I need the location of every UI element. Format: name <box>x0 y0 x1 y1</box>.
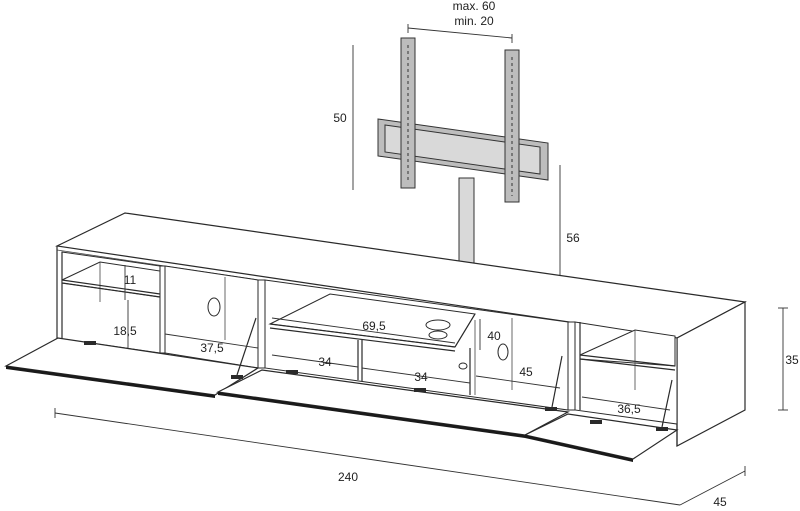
left-shelf-height-label: 11 <box>124 273 137 287</box>
hinge <box>590 420 602 424</box>
center-right-depth-label: 45 <box>519 365 533 379</box>
cabinet-depth-dimension <box>679 470 746 506</box>
doors <box>4 317 679 462</box>
hinge <box>84 341 96 345</box>
center-door <box>216 369 570 436</box>
center-right-compartment-label: 34 <box>414 370 428 384</box>
hinge <box>656 427 668 431</box>
mount-spacing-dimension <box>407 27 513 39</box>
cabinet-height-label: 35 <box>785 353 799 367</box>
bracket-height-label: 50 <box>333 111 347 125</box>
cabinet <box>54 212 747 447</box>
left-lower-depth-label: 18,5 <box>113 324 137 338</box>
hinge <box>231 375 243 379</box>
hinge <box>545 407 557 411</box>
hinge <box>286 370 298 374</box>
tv-bracket <box>377 37 549 279</box>
cabinet-width-dimension <box>54 412 681 506</box>
column-height-label: 56 <box>566 231 580 245</box>
cabinet-width-label: 240 <box>338 470 358 484</box>
cable-hole <box>207 297 221 317</box>
right-compartment-label: 36,5 <box>617 402 641 416</box>
center-upper-right-label: 40 <box>487 329 501 343</box>
hinge <box>414 388 426 392</box>
left-door-compartment-label: 37,5 <box>200 341 224 355</box>
mount-spacing-min-label: min. 20 <box>454 14 494 28</box>
center-shelf-width-label: 69,5 <box>362 319 386 333</box>
center-left-compartment-label: 34 <box>318 355 332 369</box>
cabinet-depth-label: 45 <box>713 495 727 509</box>
mount-spacing-max-label: max. 60 <box>453 0 496 13</box>
